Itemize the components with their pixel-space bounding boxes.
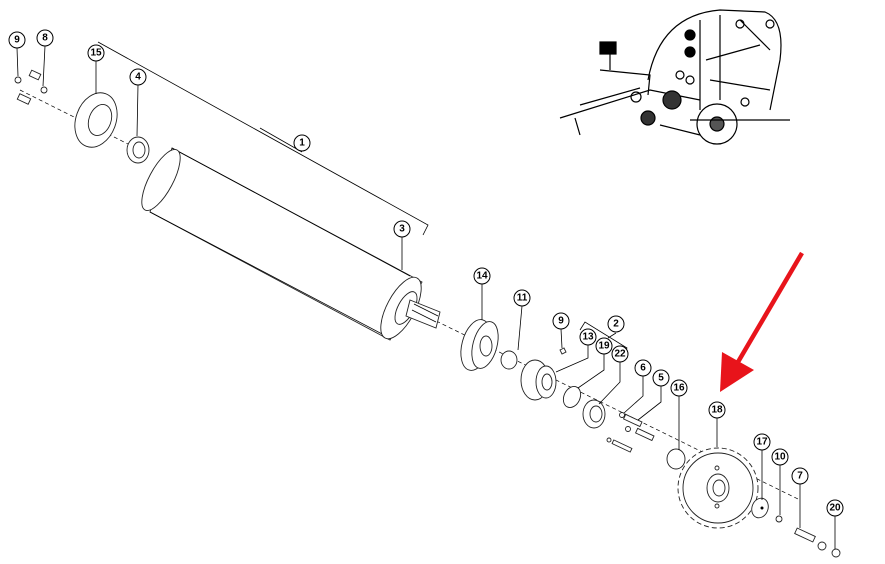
svg-text:4: 4 <box>135 72 141 83</box>
part-7-pin <box>794 527 816 543</box>
part-10-nut <box>775 515 783 523</box>
callout-8[interactable]: 8 <box>36 29 54 47</box>
svg-text:1: 1 <box>299 138 305 149</box>
part-13-housing <box>520 359 557 401</box>
callout-5[interactable]: 5 <box>652 369 670 387</box>
highlight-arrow-icon <box>720 251 804 392</box>
part-17-washer <box>751 497 769 519</box>
svg-text:3: 3 <box>399 224 405 235</box>
svg-text:9: 9 <box>558 316 564 327</box>
callout-2[interactable]: 2 <box>607 315 625 333</box>
callout-15[interactable]: 15 <box>87 44 105 62</box>
svg-text:16: 16 <box>673 383 685 394</box>
callout-4[interactable]: 4 <box>129 68 147 86</box>
callout-16[interactable]: 16 <box>670 379 688 397</box>
svg-text:17: 17 <box>756 437 768 448</box>
callout-3[interactable]: 3 <box>393 220 411 238</box>
svg-text:15: 15 <box>90 48 102 59</box>
callout-14[interactable]: 14 <box>473 267 491 285</box>
part-1-roller <box>141 147 441 341</box>
callout-11[interactable]: 11 <box>513 289 531 307</box>
part-19-seal <box>562 386 582 408</box>
part-22-bearing <box>582 399 606 429</box>
part-18-sprocket <box>677 447 759 529</box>
left-fasteners <box>14 69 48 105</box>
part-16-bushing <box>666 448 686 470</box>
svg-text:14: 14 <box>476 271 488 282</box>
svg-text:9: 9 <box>14 35 20 46</box>
svg-text:19: 19 <box>598 341 610 352</box>
part-9-bolt <box>559 347 567 355</box>
machine-overview-thumbnail <box>559 9 790 145</box>
callout-9-b[interactable]: 9 <box>552 312 570 330</box>
svg-text:18: 18 <box>711 405 723 416</box>
callout-13[interactable]: 13 <box>579 328 597 346</box>
callout-17[interactable]: 17 <box>753 433 771 451</box>
svg-text:8: 8 <box>42 33 48 44</box>
svg-text:11: 11 <box>517 293 528 304</box>
part-20-nut <box>831 548 841 558</box>
svg-text:2: 2 <box>613 319 619 330</box>
svg-text:13: 13 <box>582 332 594 343</box>
part-14-hub <box>460 319 499 371</box>
nut <box>817 541 827 551</box>
callout-7[interactable]: 7 <box>791 467 809 485</box>
callout-9[interactable]: 9 <box>8 31 26 49</box>
svg-text:7: 7 <box>797 471 803 482</box>
callout-18[interactable]: 18 <box>708 401 726 419</box>
callout-20[interactable]: 20 <box>826 499 844 517</box>
part-15-flange <box>74 92 118 148</box>
svg-text:22: 22 <box>614 349 626 360</box>
callout-19[interactable]: 19 <box>595 337 613 355</box>
callout-6[interactable]: 6 <box>634 359 652 377</box>
svg-text:6: 6 <box>640 363 646 374</box>
svg-text:5: 5 <box>658 373 664 384</box>
svg-text:20: 20 <box>829 503 841 514</box>
part-11-ring <box>500 350 518 370</box>
bolts-5-6 <box>606 412 655 453</box>
svg-text:10: 10 <box>774 452 786 463</box>
callout-10[interactable]: 10 <box>771 448 789 466</box>
callout-22[interactable]: 22 <box>611 345 629 363</box>
callout-1[interactable]: 1 <box>293 134 311 152</box>
part-4-bearing <box>126 136 150 164</box>
